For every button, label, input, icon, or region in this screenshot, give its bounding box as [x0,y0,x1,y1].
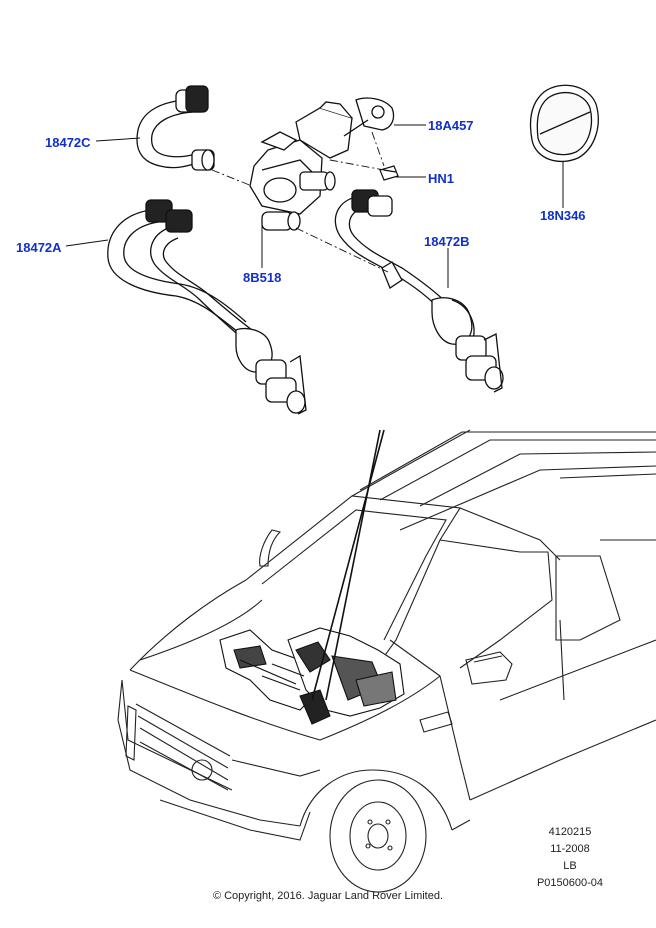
callout-18472c: 18472C [45,135,91,150]
engine-bay-assembly-drawing [219,627,405,725]
date-code: 11-2008 [550,843,590,855]
pad-18n346-drawing [529,84,599,162]
bracket-18a457-drawing [295,97,395,159]
pump-8b518-drawing [249,131,336,231]
hose-18472b-drawing [334,189,504,393]
engine-bay-leaders [311,429,385,701]
ref-number: 4120215 [548,826,592,838]
callout-hn1: HN1 [428,171,455,186]
nut-hn1-drawing [379,165,399,181]
illustration-id: P0150600-04 [536,877,604,889]
hose-18472a-drawing [107,199,307,415]
callout-8b518: 8B518 [243,270,282,285]
callout-18a457: 18A457 [428,118,474,133]
callout-18472a: 18472A [16,240,62,255]
hose-18472c-drawing [136,85,215,171]
leader-lines [65,124,564,288]
callout-18n346: 18N346 [540,208,586,223]
assembly-lines [211,131,389,273]
vehicle-drawing [117,429,656,893]
variant-code: LB [563,860,577,872]
copyright-notice: © Copyright, 2016. Jaguar Land Rover Lim… [212,890,444,902]
callout-18472b: 18472B [424,234,470,249]
